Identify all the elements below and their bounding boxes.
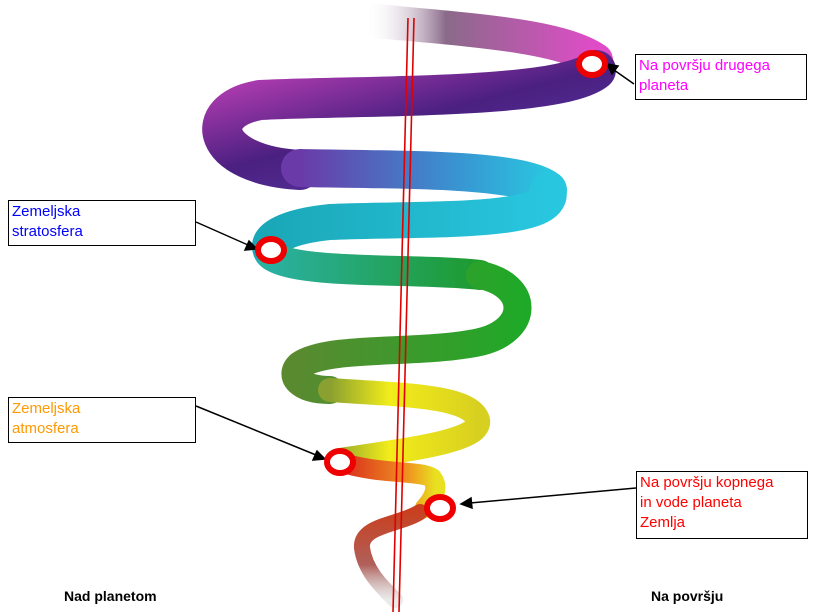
arrow-atmosphere	[195, 405, 317, 456]
label-atmosphere-line1: Zemeljska	[12, 400, 81, 417]
arrow-other-planet	[613, 69, 635, 85]
callout-arrows	[195, 62, 637, 510]
footer-right-caption: Na površju	[651, 588, 724, 604]
spiral-segment-green	[281, 261, 532, 404]
label-stratosphere: Zemeljska stratosfera	[8, 200, 196, 246]
spiral-ribbon	[202, 3, 616, 608]
label-earth-surface-line2: in vode planeta	[640, 494, 742, 511]
spiral-segment-yellow	[318, 378, 490, 472]
spiral-segment-top	[348, 3, 613, 77]
label-stratosphere-line1: Zemeljska	[12, 203, 81, 220]
label-atmosphere: Zemeljska atmosfera	[8, 397, 196, 443]
label-atmosphere-line2: atmosfera	[12, 420, 79, 437]
marker-other-planet	[576, 50, 608, 78]
spiral-segment-bottom	[354, 504, 428, 608]
spiral-segment-cyan	[252, 172, 567, 270]
vertical-axis-lines	[392, 17, 415, 613]
label-earth-surface-line3: Zemlja	[640, 514, 686, 531]
spiral-segment-blue	[281, 149, 567, 209]
label-earth-surface-line1: Na površju kopnega	[640, 474, 774, 491]
arrow-stratosphere	[195, 221, 249, 246]
spiral-segment-cyan-green	[257, 241, 495, 290]
label-other-planet: Na površju drugega planeta	[635, 54, 807, 100]
spiral-segment-purple	[202, 50, 616, 190]
marker-stratosphere	[255, 236, 287, 264]
footer-left-caption: Nad planetom	[64, 588, 157, 604]
spiral-segment-orange	[330, 452, 446, 518]
label-other-planet-line2: planeta	[639, 77, 689, 94]
label-earth-surface: Na površju kopnega in vode planeta Zemlj…	[636, 471, 808, 539]
label-other-planet-line1: Na površju drugega	[639, 57, 770, 74]
label-stratosphere-line2: stratosfera	[12, 223, 83, 240]
position-markers	[255, 50, 608, 522]
marker-atmosphere	[324, 448, 356, 476]
arrow-earth-surface	[469, 487, 637, 504]
marker-earth-surface	[424, 494, 456, 522]
